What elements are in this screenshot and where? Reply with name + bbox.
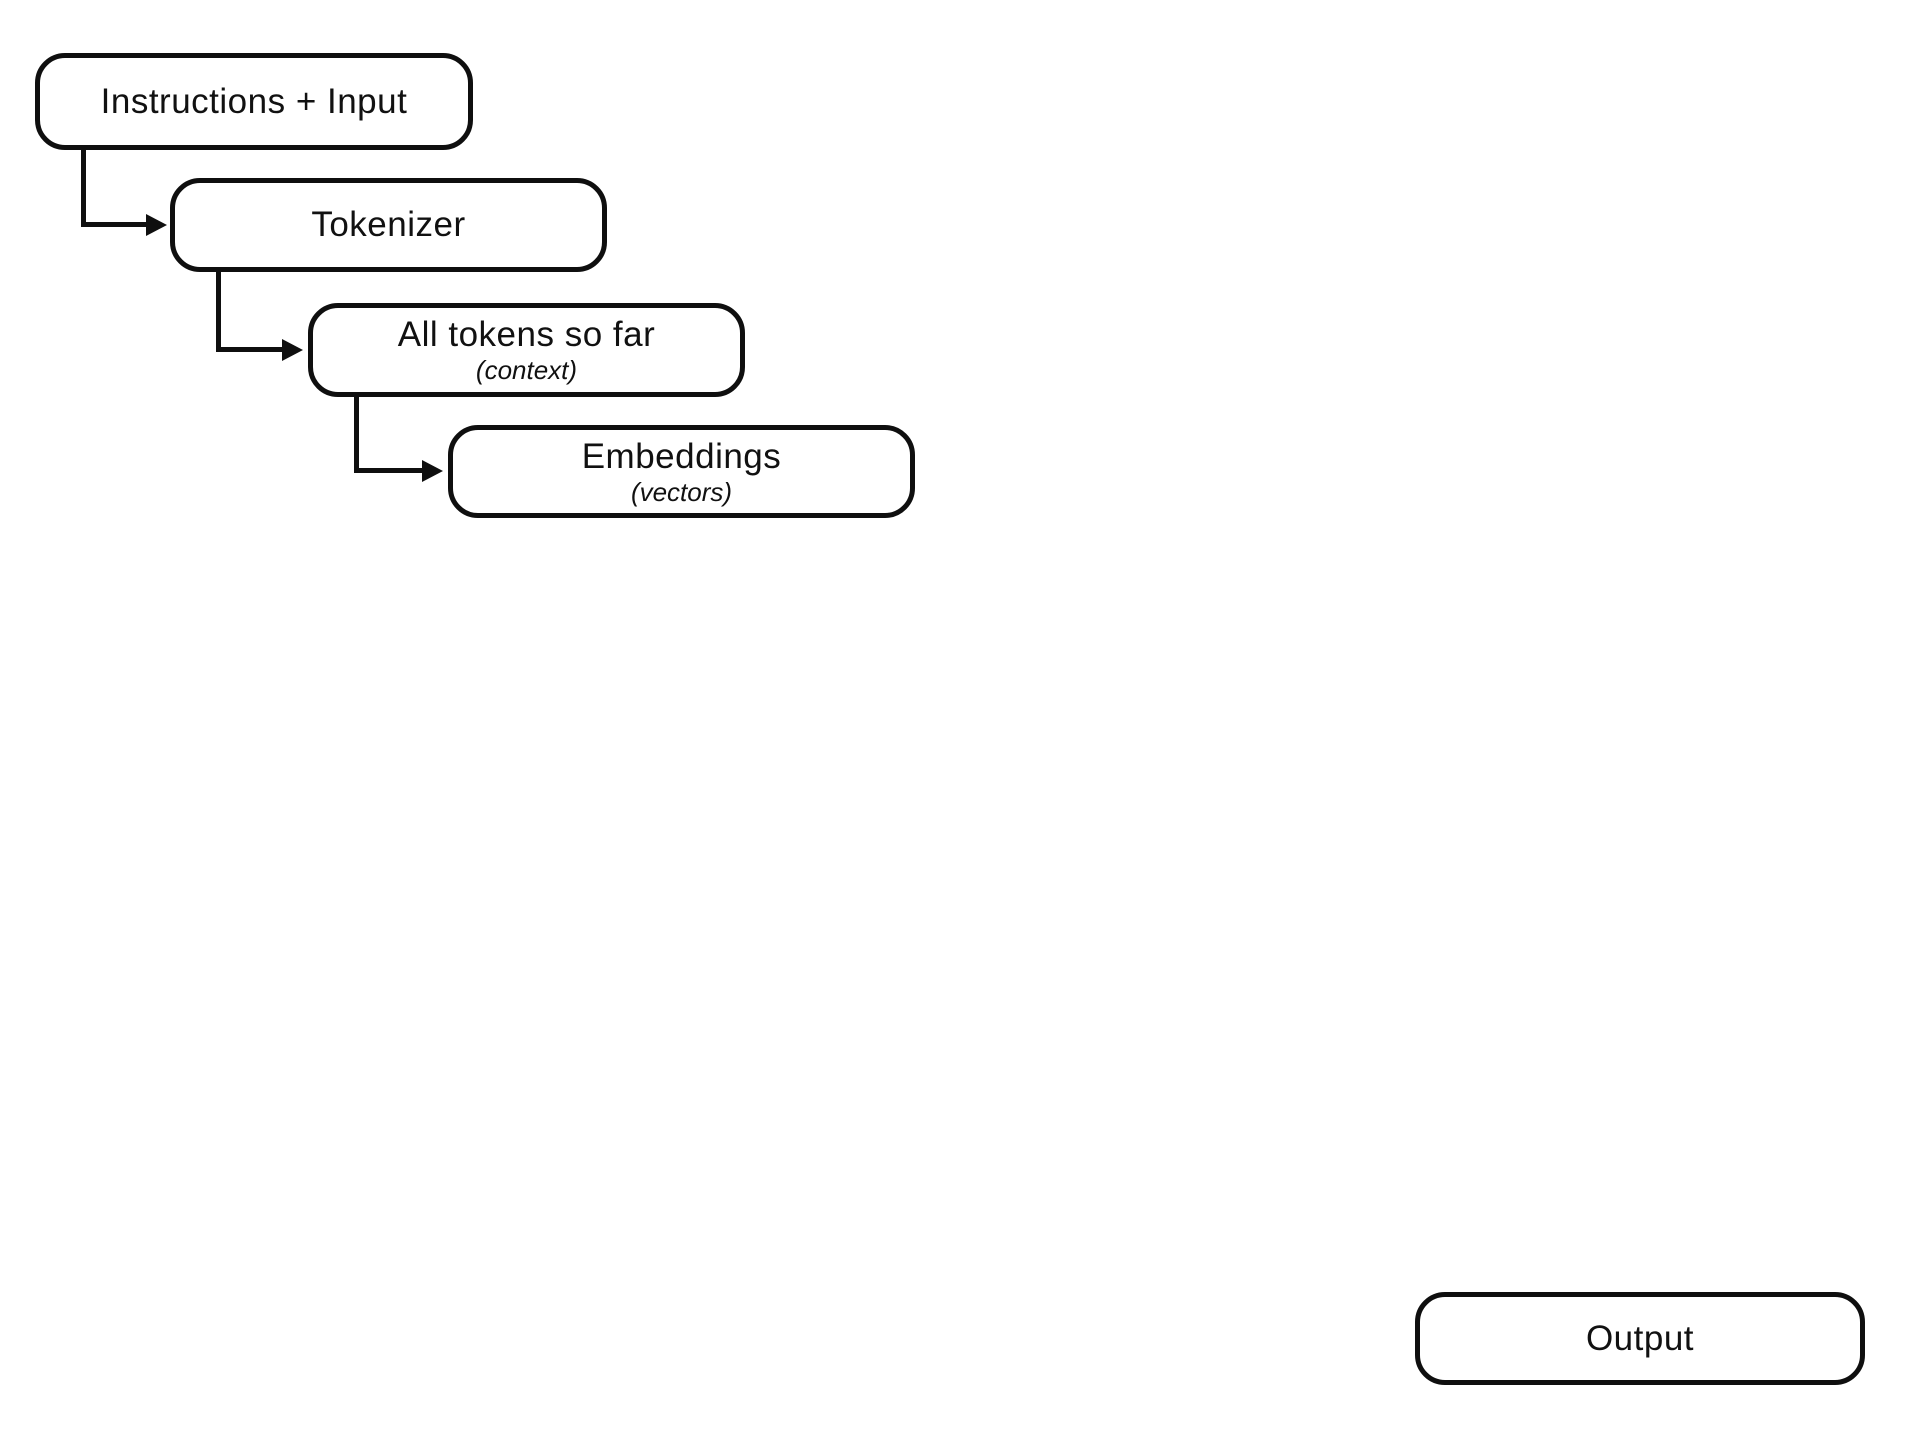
connector-all-tokens-to-embeddings-horizontal-line — [354, 468, 422, 473]
node-all-tokens-so-far: All tokens so far (context) — [308, 303, 745, 397]
connector-tokenizer-to-all-tokens-vertical-line — [216, 272, 221, 350]
connector-all-tokens-to-embeddings-vertical-line — [354, 397, 359, 472]
node-label: Instructions + Input — [100, 81, 408, 121]
connector-all-tokens-to-embeddings-arrowhead-icon — [422, 460, 443, 482]
connector-tokenizer-to-all-tokens-horizontal-line — [216, 347, 282, 352]
node-sublabel: (context) — [475, 355, 578, 385]
connector-instructions-to-tokenizer-arrowhead-icon — [146, 214, 167, 236]
node-sublabel: (vectors) — [630, 476, 733, 507]
node-label: Embeddings — [581, 436, 782, 476]
node-label: Output — [1585, 1318, 1695, 1358]
connector-instructions-to-tokenizer-horizontal-line — [81, 222, 146, 227]
node-label: All tokens so far — [397, 315, 656, 354]
connector-instructions-to-tokenizer-vertical-line — [81, 150, 86, 227]
node-label: Tokenizer — [311, 205, 466, 244]
node-tokenizer: Tokenizer — [170, 178, 607, 272]
node-instructions-input: Instructions + Input — [35, 53, 473, 150]
node-output: Output — [1415, 1292, 1865, 1385]
connector-tokenizer-to-all-tokens-arrowhead-icon — [282, 339, 303, 361]
node-embeddings: Embeddings (vectors) — [448, 425, 915, 518]
